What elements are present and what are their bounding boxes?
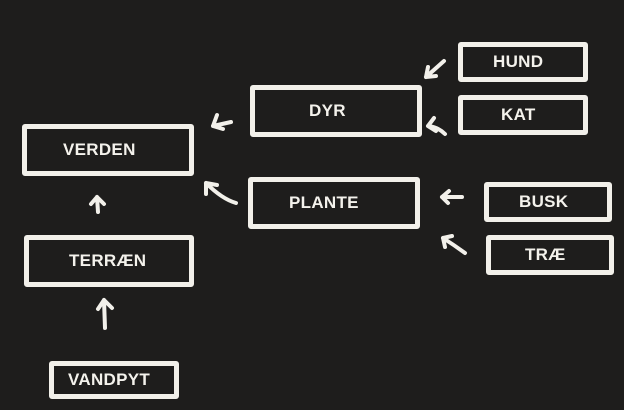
node-label: TRÆ [525,245,566,264]
arrow-hund-to-dyr [424,59,446,79]
arrow-plante-to-verden [204,181,238,205]
node-terraen: TERRÆN [24,235,194,287]
node-label: KAT [501,105,536,124]
node-dyr: DYR [250,85,422,137]
node-label: DYR [309,101,346,120]
arrow-trae-to-plante [441,234,467,255]
arrow-terraen-to-verden [89,195,106,214]
arrow-busk-to-plante [440,189,464,205]
node-label: PLANTE [289,193,359,212]
node-label: VANDPYT [68,370,151,389]
arrow-kat-to-dyr [426,116,447,136]
node-label: VERDEN [63,140,136,159]
node-label: HUND [493,52,544,71]
arrow-dyr-to-verden [211,113,233,131]
node-label: BUSK [519,192,569,211]
arrow-vandpyt-to-terraen [96,298,114,330]
node-verden: VERDEN [22,124,194,176]
node-label: TERRÆN [69,251,147,270]
node-busk: BUSK [484,182,612,222]
node-hund: HUND [458,42,588,82]
node-kat: KAT [458,95,588,135]
node-trae: TRÆ [486,235,614,275]
node-plante: PLANTE [248,177,420,229]
node-vandpyt: VANDPYT [49,361,179,399]
